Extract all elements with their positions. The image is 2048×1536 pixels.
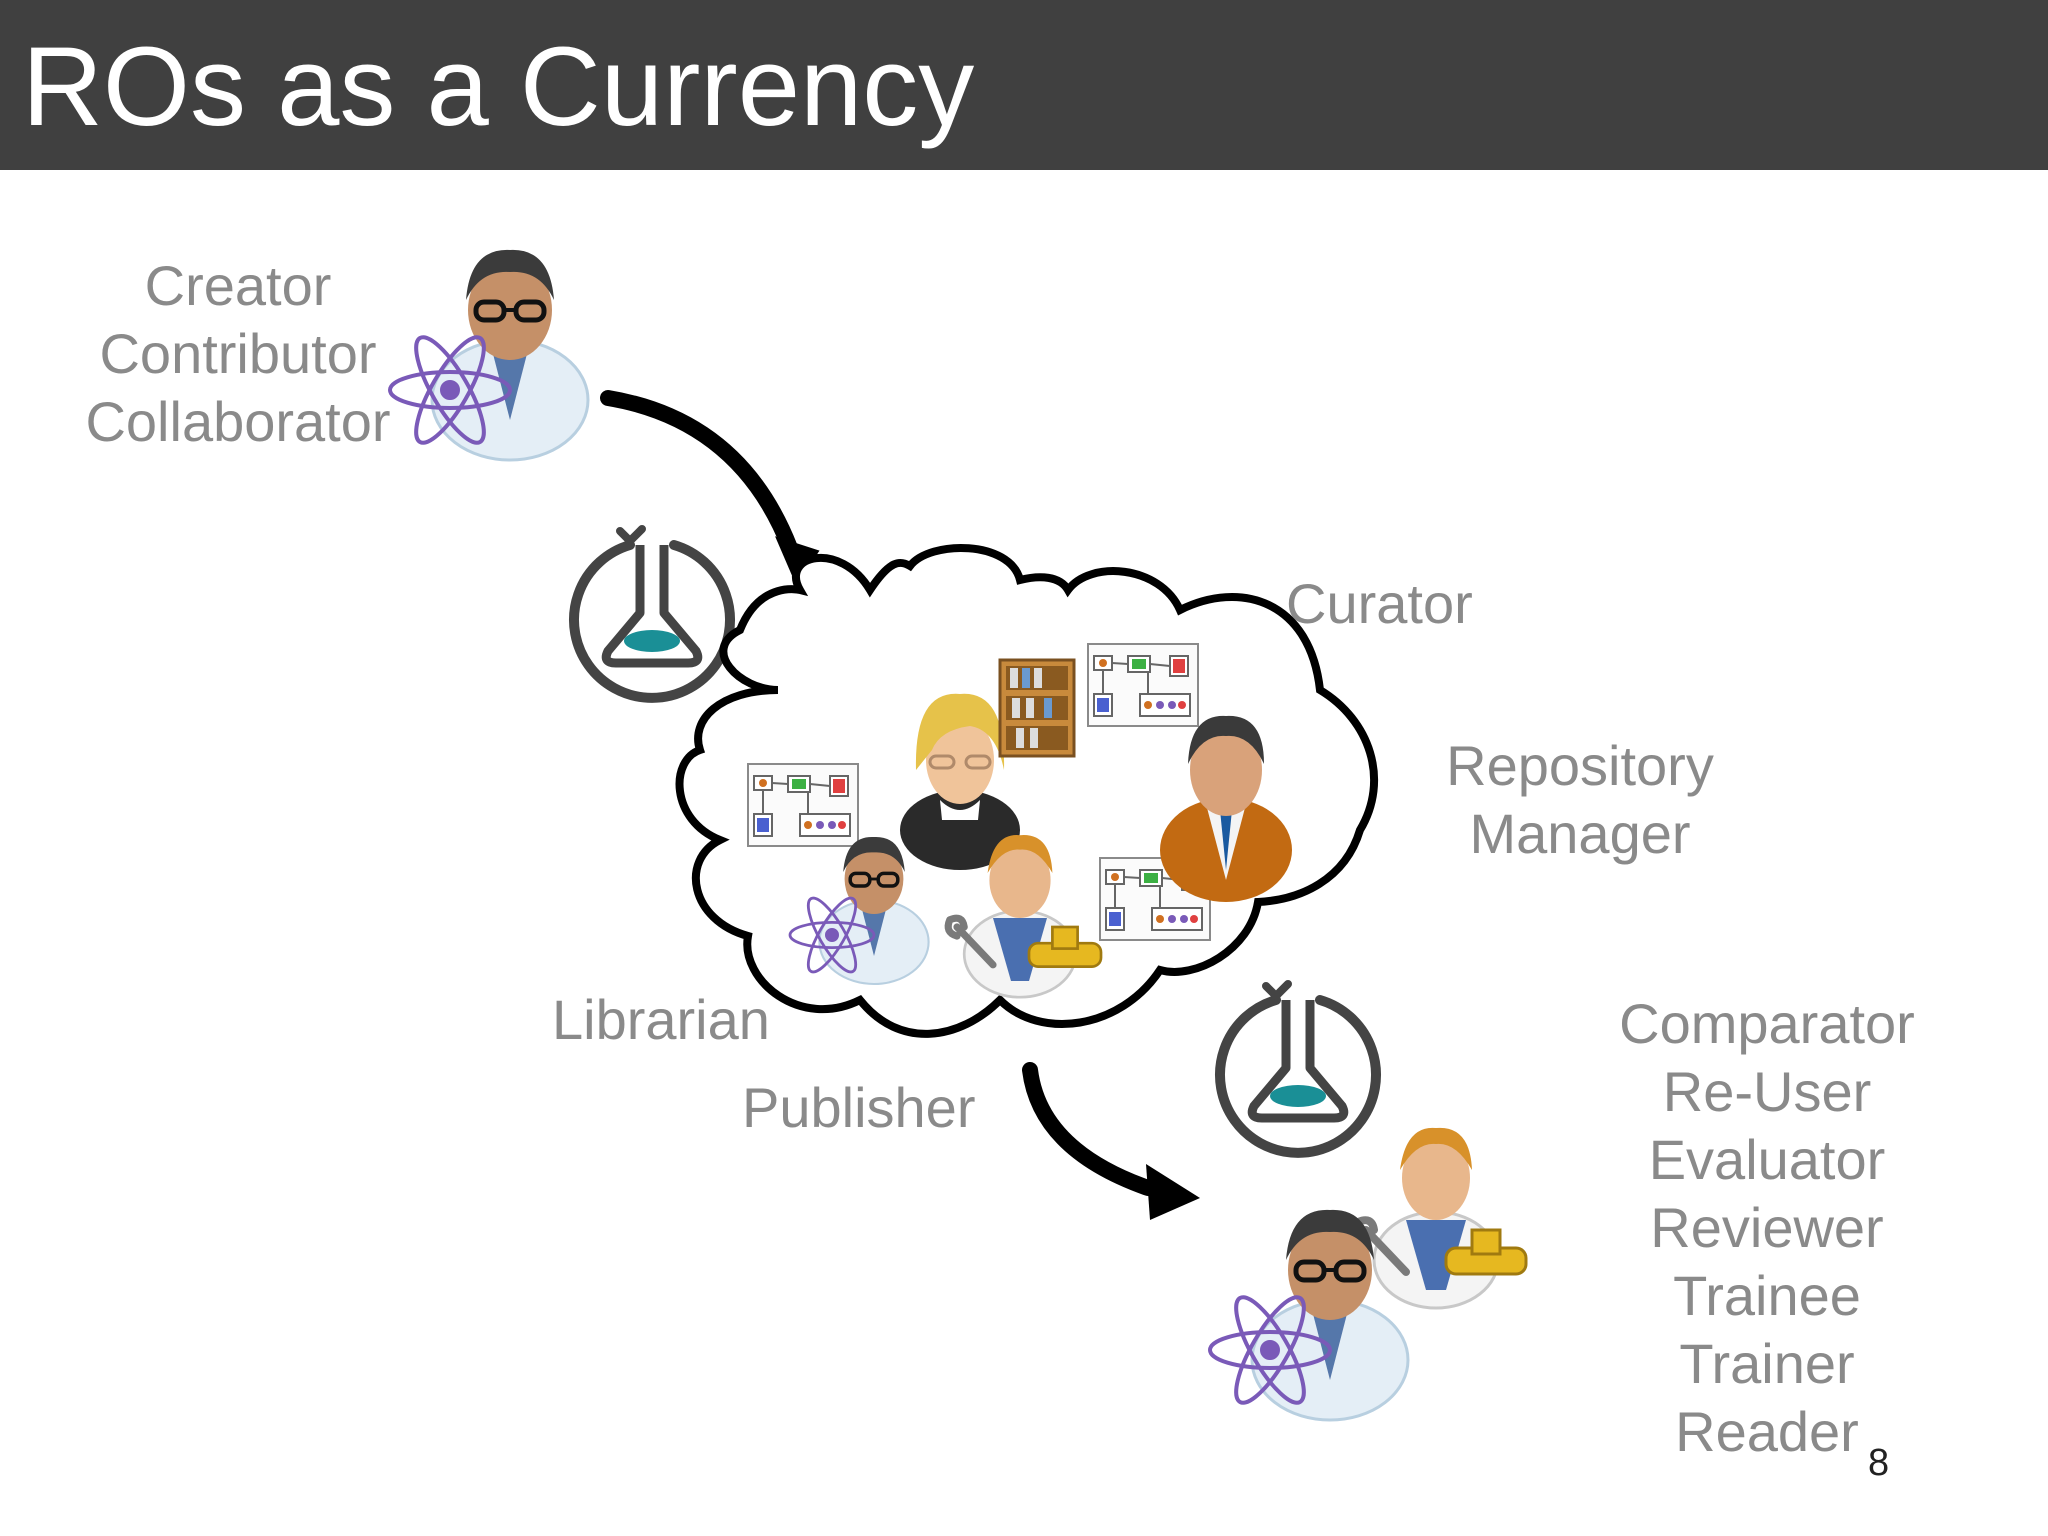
- role-label: Creator: [144, 254, 332, 317]
- page-number: 8: [1868, 1442, 1890, 1484]
- consumer-engineer-icon: [1356, 1128, 1526, 1308]
- role-label: Evaluator: [1648, 1128, 1886, 1191]
- ro-flask-icon-bottom: [1220, 984, 1376, 1153]
- title-bar: ROs as a Currency: [0, 0, 2048, 170]
- role-label: Reader: [1675, 1400, 1859, 1463]
- role-label: Comparator: [1619, 992, 1915, 1055]
- librarian-label: Librarian: [552, 988, 770, 1051]
- publisher-label: Publisher: [742, 1076, 976, 1139]
- role-label: Manager: [1469, 802, 1691, 865]
- manager-icon: [1160, 715, 1292, 902]
- flow-arrow-bottom: [1022, 1062, 1200, 1220]
- workflow-diagram-icon-1: [1087, 643, 1199, 727]
- repository-manager-label: Repository Manager: [1430, 732, 1730, 868]
- creator-scientist-icon: [390, 250, 588, 460]
- curator-label: Curator: [1286, 572, 1473, 635]
- flow-arrow-top: [600, 390, 820, 586]
- consumer-role-group: Comparator Re-User Evaluator Reviewer Tr…: [1592, 990, 1942, 1466]
- role-label: Repository: [1446, 734, 1714, 797]
- slide-title: ROs as a Currency: [22, 24, 975, 149]
- workflow-diagram-icon-2: [747, 763, 859, 847]
- role-label: Collaborator: [85, 390, 391, 453]
- ro-flask-icon-top: [574, 529, 730, 698]
- role-label: Trainee: [1673, 1264, 1861, 1327]
- role-label: Re-User: [1662, 1060, 1872, 1123]
- role-label: Reviewer: [1650, 1196, 1884, 1259]
- creator-role-group: Creator Contributor Collaborator: [78, 252, 398, 456]
- role-label: Contributor: [99, 322, 377, 385]
- bookshelf-icon: [998, 658, 1076, 758]
- role-label: Trainer: [1679, 1332, 1855, 1395]
- librarian-icon: [900, 693, 1020, 870]
